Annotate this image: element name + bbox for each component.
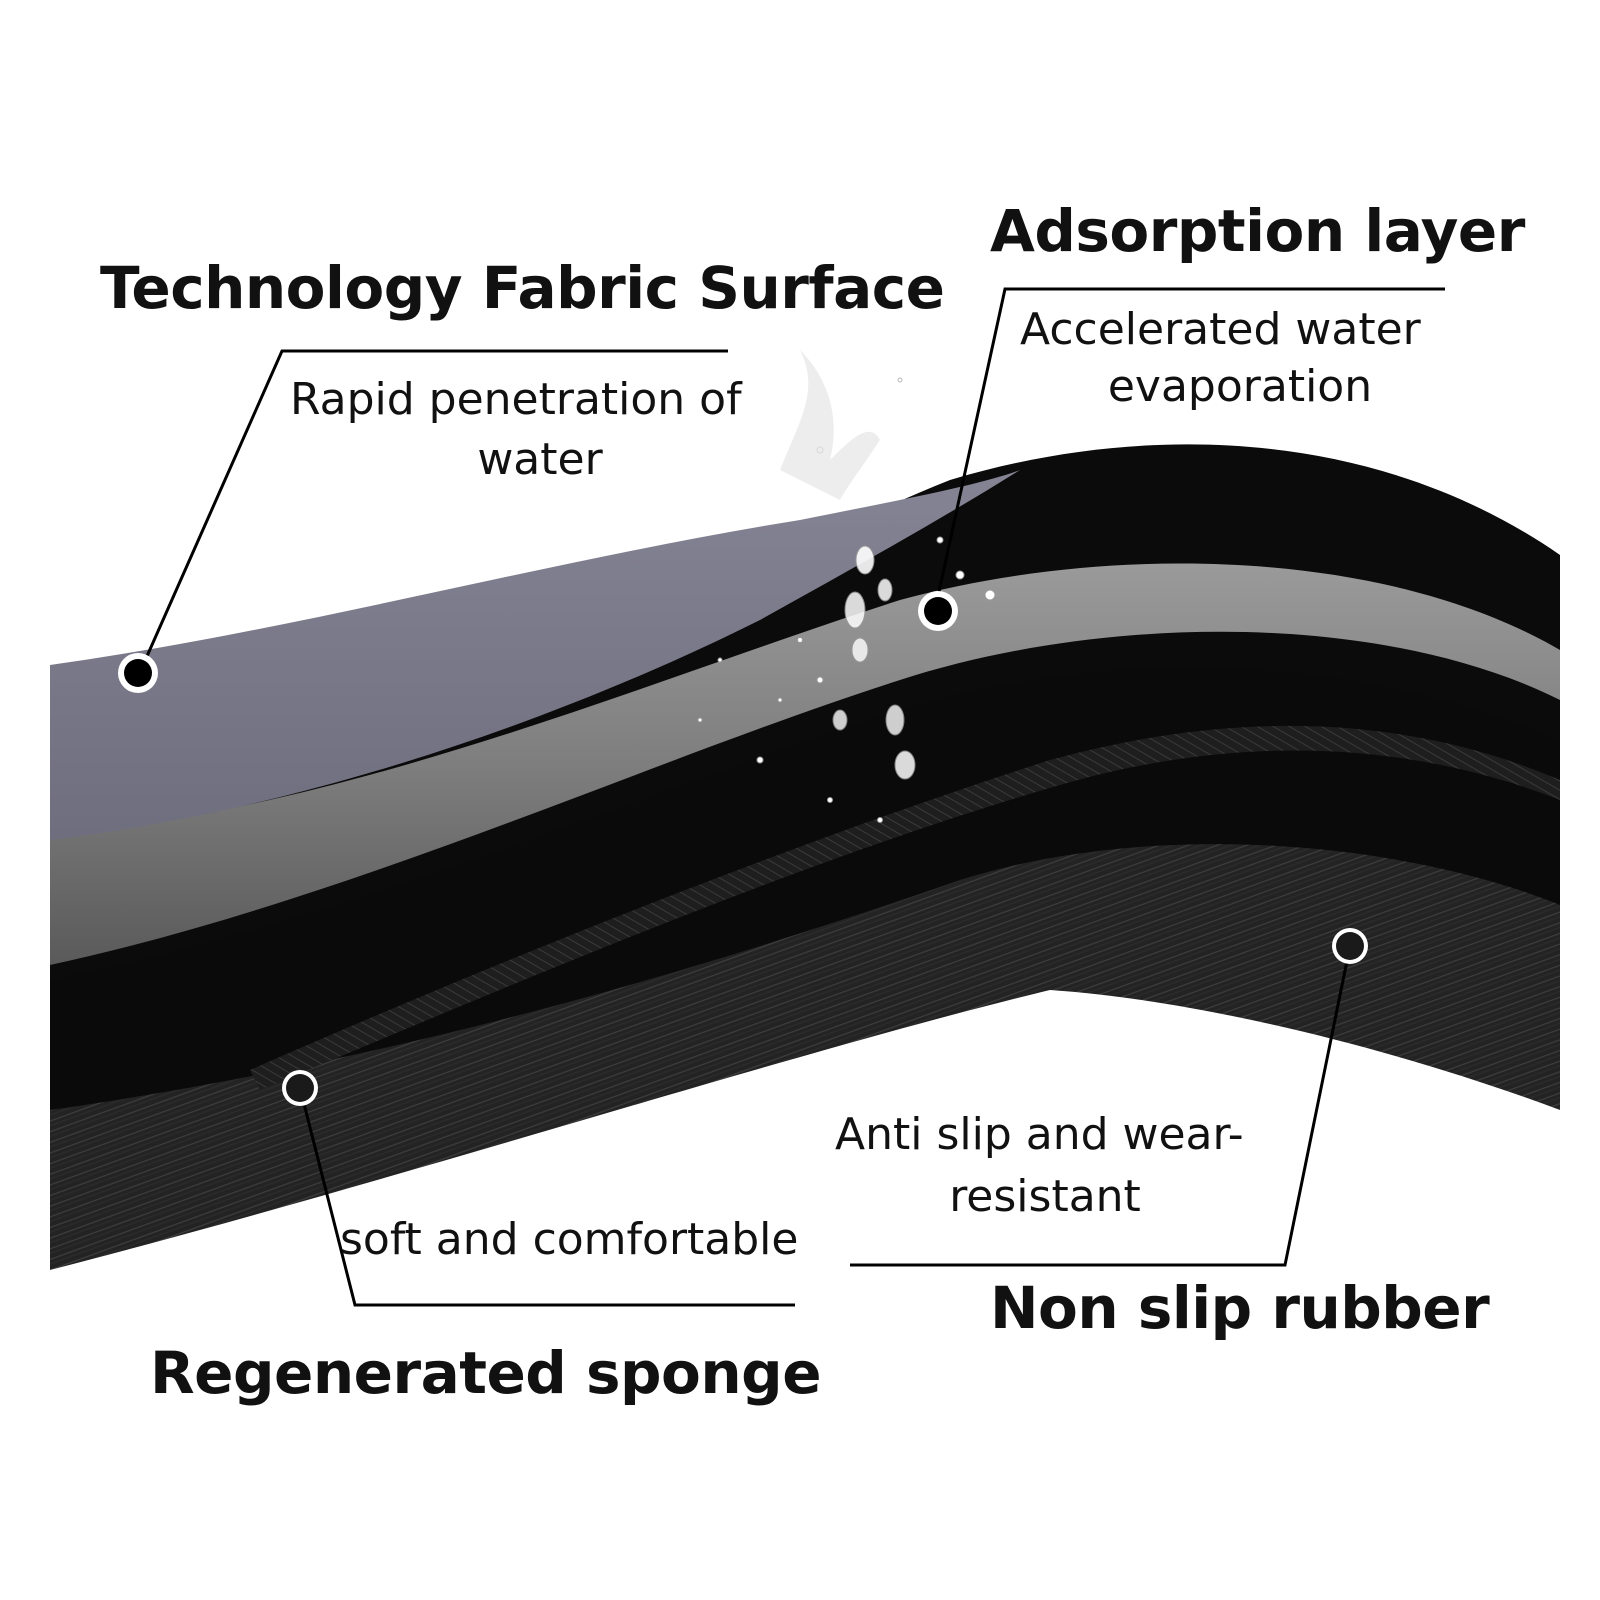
fabric-surface-desc-line2: water bbox=[477, 434, 603, 485]
rubber-desc-line1: Anti slip and wear- bbox=[835, 1109, 1244, 1160]
leader-adsorption bbox=[933, 287, 1445, 611]
water-splash bbox=[780, 350, 880, 500]
sponge-texture-seam bbox=[250, 725, 1560, 1090]
adsorption-layer-desc-line2: evaporation bbox=[1107, 361, 1373, 412]
sponge-title: Regenerated sponge bbox=[150, 1339, 822, 1407]
rubber-layer bbox=[50, 841, 1560, 1270]
adsorption-band bbox=[50, 563, 1560, 965]
leader-sponge bbox=[298, 1087, 795, 1307]
rubber-desc-line2: resistant bbox=[949, 1171, 1141, 1222]
leader-lines bbox=[138, 287, 1445, 1307]
adsorption-layer-desc-line1: Accelerated water bbox=[1020, 304, 1421, 355]
water-droplet-icon bbox=[697, 377, 996, 823]
ring-dot-icon bbox=[118, 591, 1368, 1106]
fabric-surface-layer bbox=[50, 470, 1020, 840]
sponge-desc-line1: soft and comfortable bbox=[340, 1214, 799, 1265]
adsorption-layer-title: Adsorption layer bbox=[990, 197, 1525, 265]
rubber-title: Non slip rubber bbox=[990, 1274, 1490, 1342]
leader-fabric bbox=[138, 349, 728, 673]
fabric-surface-desc-line1: Rapid penetration of bbox=[290, 374, 742, 425]
leader-rubber bbox=[850, 945, 1352, 1267]
fabric-surface-title: Technology Fabric Surface bbox=[100, 254, 945, 322]
